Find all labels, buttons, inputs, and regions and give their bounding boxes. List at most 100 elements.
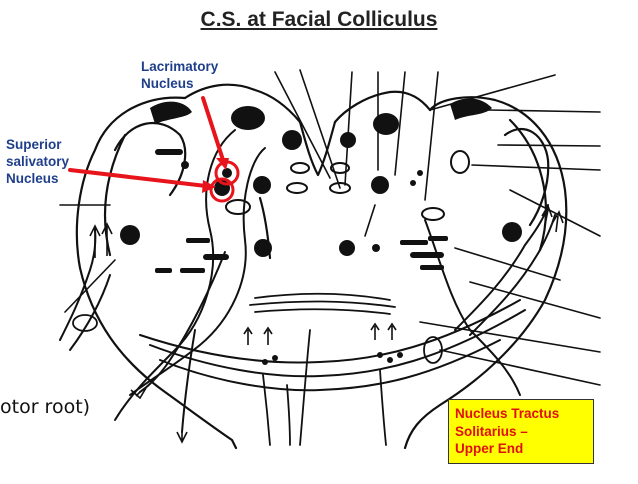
superior-salivatory-nucleus-label: Superior salivatory Nucleus xyxy=(6,136,69,187)
leader-top-2 xyxy=(299,69,341,189)
right-lateral-contour xyxy=(508,118,547,252)
leader-6 xyxy=(454,247,561,281)
superior-salivatory-highlight-circle xyxy=(209,177,235,203)
inner-arrow-down-center xyxy=(176,431,188,444)
nucleus-right-1 xyxy=(340,132,356,148)
leader-lower-center xyxy=(364,204,376,237)
center-bottom-line-3 xyxy=(299,329,311,446)
bar-left-2 xyxy=(203,254,229,260)
leader-top-3 xyxy=(344,71,353,186)
center-bottom-line-4 xyxy=(379,369,387,446)
leader-7 xyxy=(469,281,601,319)
lower-fibres-1 xyxy=(139,299,521,364)
inner-arrow-1 xyxy=(243,326,253,345)
nucleus-right-small-1 xyxy=(417,170,423,176)
bar-right-1 xyxy=(400,240,428,245)
leader-top-6 xyxy=(424,71,439,201)
superior-salivatory-arrowhead xyxy=(202,180,216,193)
leader-left-2 xyxy=(64,259,116,313)
bar-left-4 xyxy=(155,268,172,273)
lower-fibres-2 xyxy=(149,309,526,378)
section-outline xyxy=(75,96,568,450)
nucleus-left-small xyxy=(181,161,189,169)
left-bottom-arrow-line xyxy=(139,251,226,393)
right-ascending-line-1 xyxy=(454,204,549,331)
bar-right-4 xyxy=(420,265,444,270)
motor-root-label: otor root) xyxy=(0,396,91,418)
leader-1 xyxy=(429,74,556,111)
page-title: C.S. at Facial Colliculus xyxy=(200,8,438,31)
right-bundle-ring xyxy=(423,336,443,364)
dot-3 xyxy=(377,352,383,358)
dot-1 xyxy=(262,359,268,365)
inner-arrow-left-up-2 xyxy=(101,222,113,256)
nucleus-right-small-2 xyxy=(410,180,416,186)
nts-label-line-1: Nucleus Tractus xyxy=(455,406,560,421)
nucleus-right-upper xyxy=(373,113,399,135)
left-ascending-tract-2 xyxy=(129,147,266,396)
superior-salivatory-arrow-line xyxy=(68,168,208,188)
lacrimatory-label-line-1: Lacrimatory xyxy=(141,59,219,74)
oval-left-fibre xyxy=(225,199,251,215)
left-inner-contour xyxy=(113,121,187,197)
trapezoid-body xyxy=(249,292,396,315)
oval-right-2 xyxy=(329,182,351,194)
leader-5 xyxy=(509,189,601,237)
leader-2 xyxy=(487,109,601,113)
left-bottom-arrow-line-2 xyxy=(181,329,196,433)
bar-top-left xyxy=(155,149,183,155)
lacrimatory-label-line-2: Nucleus xyxy=(141,76,194,91)
dot-5 xyxy=(397,352,403,358)
bar-right-3 xyxy=(428,236,448,241)
dot-4 xyxy=(387,357,393,363)
nucleus-left-1 xyxy=(282,130,302,150)
nucleus-tractus-solitarius-box: Nucleus Tractus Solitarius – Upper End xyxy=(448,399,594,464)
lacrimatory-arrow-line xyxy=(201,96,225,162)
nucleus-left-upper xyxy=(231,106,265,130)
nucleus-center-mid xyxy=(339,240,355,256)
nts-label-line-2: Solitarius – xyxy=(455,423,528,439)
left-colliculus xyxy=(183,83,302,124)
leader-top-1 xyxy=(274,71,331,179)
leader-3 xyxy=(497,144,601,147)
right-colliculus xyxy=(333,90,432,124)
right-ascending-line-2 xyxy=(469,214,556,336)
oval-center xyxy=(421,207,445,221)
inner-arrow-4 xyxy=(387,322,397,340)
inner-arrow-right-up-1 xyxy=(541,204,553,226)
leader-top-5 xyxy=(394,71,406,176)
lacrimatory-nucleus-label: Lacrimatory Nucleus xyxy=(141,58,218,92)
inner-arrow-3 xyxy=(370,322,380,340)
bar-right-2 xyxy=(410,252,444,258)
oval-left-2 xyxy=(286,182,308,194)
superior-salivatory-label-line-2: salivatory xyxy=(6,154,70,169)
inner-arrow-left-up-1 xyxy=(89,224,101,258)
inner-arrow-right-up-2 xyxy=(552,210,564,233)
left-dark-crescent xyxy=(150,101,192,124)
nucleus-left-2 xyxy=(253,176,271,194)
left-fibre-oval xyxy=(72,314,98,332)
right-inner-contour xyxy=(503,128,550,227)
oval-right-1 xyxy=(330,162,350,174)
inner-arrow-2 xyxy=(263,326,273,345)
nucleus-left-3 xyxy=(120,225,140,245)
lower-fibres-3 xyxy=(159,339,501,392)
bar-left-1 xyxy=(186,238,210,243)
superior-salivatory-label-line-3: Nucleus xyxy=(6,171,59,186)
leader-8 xyxy=(419,321,601,353)
lacrimatory-highlight-circle xyxy=(214,160,240,186)
bar-left-3 xyxy=(180,268,205,273)
superior-salivatory-label-line-1: Superior xyxy=(6,137,62,152)
dot-2 xyxy=(272,355,278,361)
right-dark-crescent xyxy=(450,98,492,120)
nts-label-line-3: Upper End xyxy=(455,441,524,456)
nucleus-center-small xyxy=(372,244,380,252)
leader-4 xyxy=(471,164,601,171)
center-bottom-line-2 xyxy=(286,384,291,446)
nucleus-right-3 xyxy=(502,222,522,242)
oval-left-1 xyxy=(290,162,310,174)
fourth-ventricle-floor xyxy=(298,120,337,177)
leader-9 xyxy=(439,349,601,386)
